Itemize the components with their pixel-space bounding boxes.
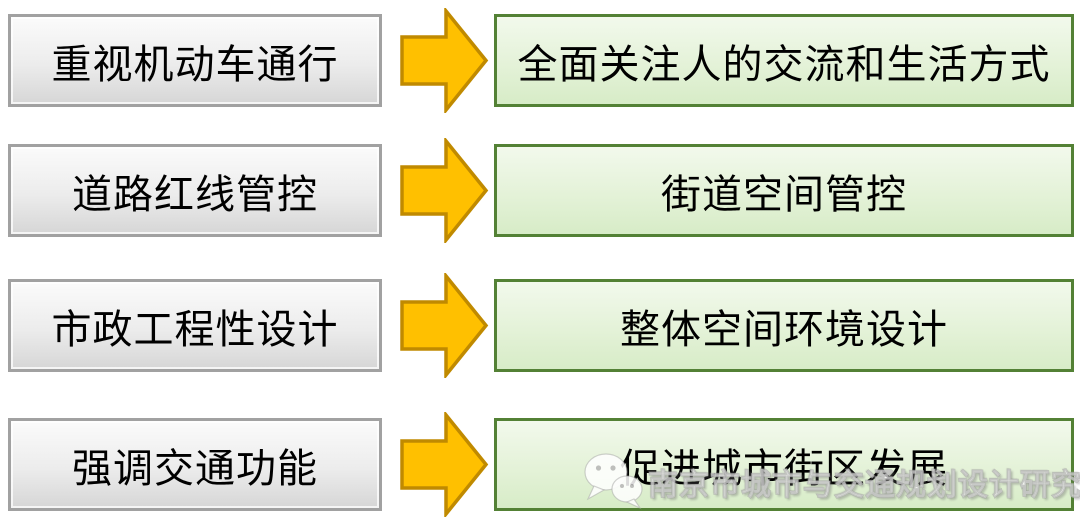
right-arrow-icon bbox=[400, 6, 489, 115]
new-approach-box-1: 全面关注人的交流和生活方式 bbox=[494, 14, 1074, 107]
wechat-icon bbox=[582, 450, 646, 514]
diagram-row-2: 道路红线管控 街道空间管控 bbox=[0, 136, 1080, 245]
right-arrow-icon bbox=[400, 410, 489, 519]
new-approach-box-3: 整体空间环境设计 bbox=[494, 279, 1074, 372]
new-approach-label-1: 全面关注人的交流和生活方式 bbox=[517, 41, 1051, 88]
old-approach-label-1: 重视机动车通行 bbox=[51, 41, 339, 88]
old-approach-label-3: 市政工程性设计 bbox=[51, 306, 339, 353]
old-approach-box-4: 强调交通功能 bbox=[8, 418, 382, 511]
diagram-row-3: 市政工程性设计 整体空间环境设计 bbox=[0, 271, 1080, 380]
diagram-row-1: 重视机动车通行 全面关注人的交流和生活方式 bbox=[0, 6, 1080, 115]
new-approach-label-2: 街道空间管控 bbox=[661, 171, 907, 218]
old-approach-box-2: 道路红线管控 bbox=[8, 144, 382, 237]
watermark-text: 南京市城市与交通规划设计研究院 bbox=[648, 468, 1080, 504]
new-approach-box-2: 街道空间管控 bbox=[494, 144, 1074, 237]
old-approach-label-2: 道路红线管控 bbox=[72, 171, 318, 218]
old-approach-box-1: 重视机动车通行 bbox=[8, 14, 382, 107]
new-approach-label-4: 促进城市街区发展 bbox=[620, 445, 948, 492]
old-approach-box-3: 市政工程性设计 bbox=[8, 279, 382, 372]
right-arrow-icon bbox=[400, 271, 489, 380]
old-approach-label-4: 强调交通功能 bbox=[72, 445, 318, 492]
new-approach-label-3: 整体空间环境设计 bbox=[620, 306, 948, 353]
watermark: 南京市城市与交通规划设计研究院 bbox=[582, 450, 1080, 514]
right-arrow-icon bbox=[400, 136, 489, 245]
